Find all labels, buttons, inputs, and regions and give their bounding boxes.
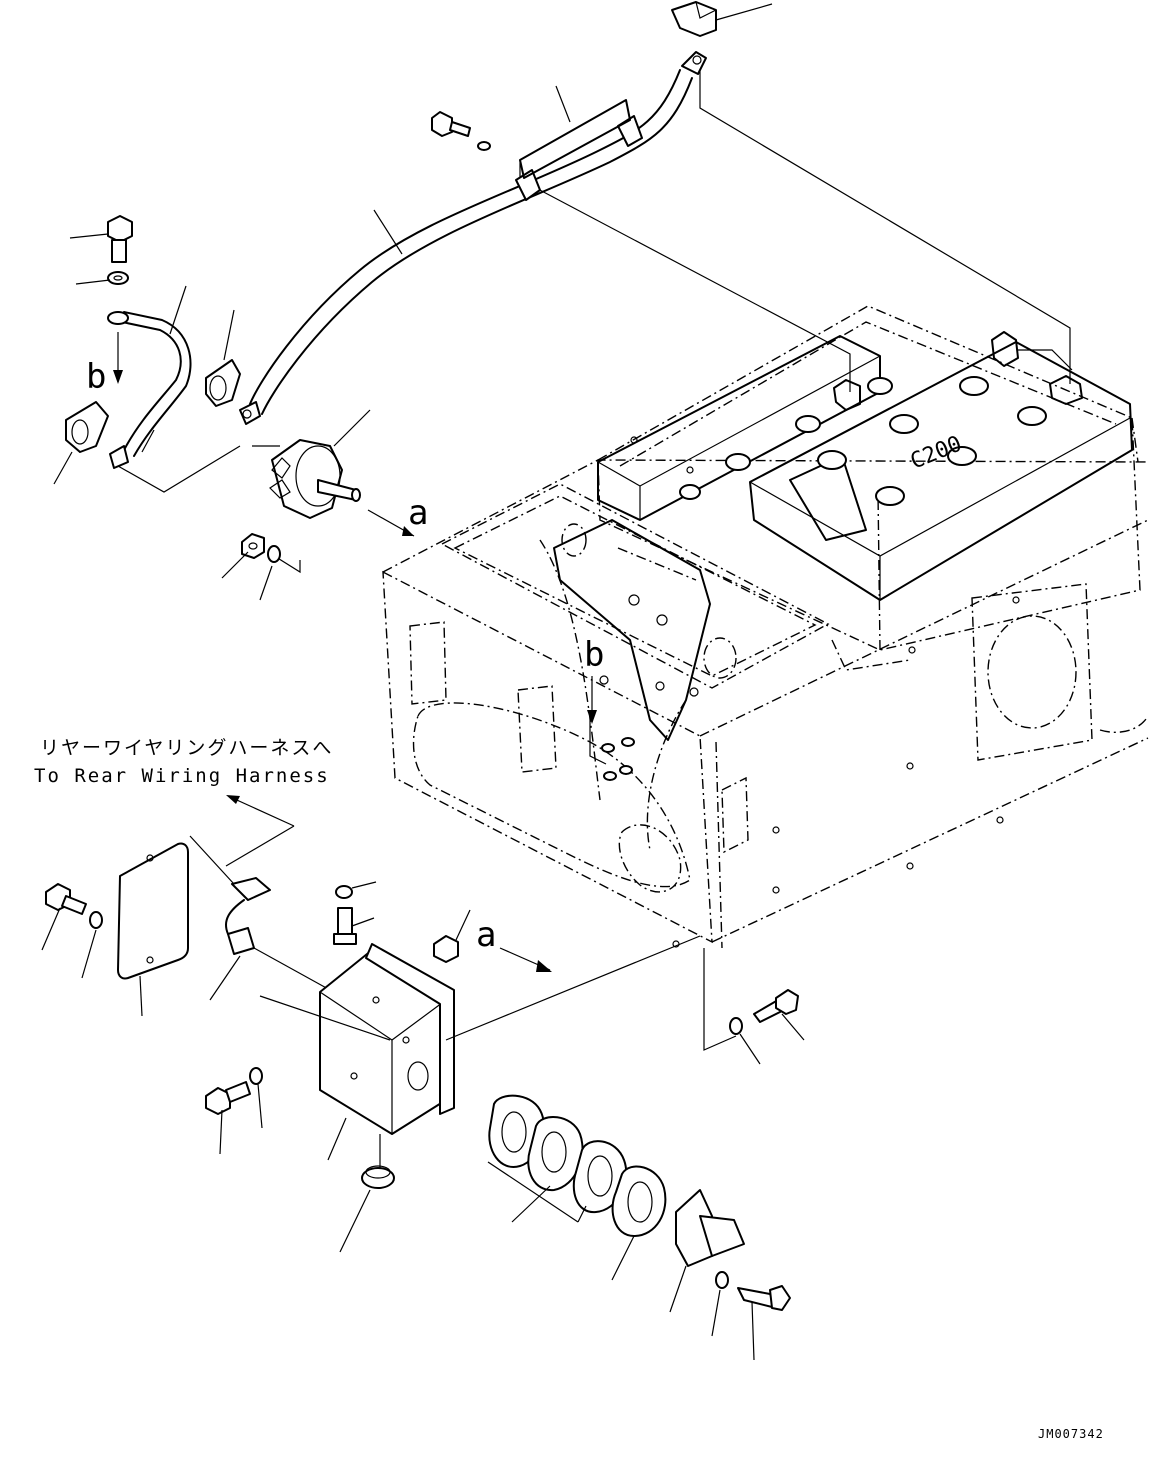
view-label-b-middle: b [584,635,604,675]
terminal-boot-left [65,401,109,453]
bolt-washer-box-top [333,885,459,963]
main-battery-cable [239,51,707,425]
terminal-boot-right [205,359,241,407]
wire-harness-lead [189,835,331,991]
nut-washer-switch [241,533,281,563]
harness-note-en: To Rear Wiring Harness [34,765,330,787]
harness-note-jp: リヤーワイヤリングハーネスへ [40,737,333,759]
battery-marking: C200 [907,432,965,475]
view-arrow-a-bottom: a [476,915,552,972]
bolt-under-box [205,1067,263,1115]
switch-bracket [553,519,711,781]
cover-plate [117,842,189,980]
bolt-frame-right [703,948,799,1051]
battery-disconnect-switch [269,439,361,519]
battery-right: C200 [749,331,1133,601]
drawing-number: JM007342 [1038,1427,1104,1441]
terminal-cap-top [671,1,773,37]
junction-box [319,943,455,1135]
gasket-set [487,1094,667,1237]
bolt-upper-left [107,215,133,285]
view-label-a-top: a [408,493,428,533]
grommet [361,1134,395,1189]
callout-leaders [41,85,805,1361]
connector-plug [675,1189,791,1311]
view-arrow-a-top: a [367,493,428,537]
harness-note: リヤーワイヤリングハーネスへ To Rear Wiring Harness [34,737,333,867]
bolt-top [431,111,491,151]
view-arrow-b-top: b [86,332,123,397]
chassis-frame [382,305,1149,949]
view-label-a-bottom: a [476,915,496,955]
view-arrow-b-middle: b [584,635,604,724]
leader-lines [117,64,1071,765]
battery-left [597,335,893,521]
bolt-lower-left [45,883,103,929]
box-frame-leader [259,935,701,1041]
short-battery-cable [107,311,192,469]
view-label-b-top: b [86,357,106,397]
